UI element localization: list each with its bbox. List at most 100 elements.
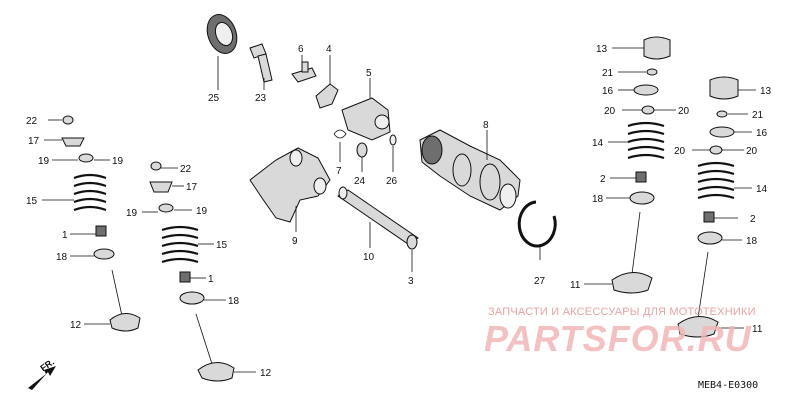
right-valve-set-a [584,36,676,294]
cotter-20-a[interactable] [622,105,676,115]
callout-16-a: 16 [602,86,614,97]
washer-18-center[interactable] [179,291,226,305]
camshaft-8[interactable] [419,129,521,211]
callout-17-left: 17 [28,136,40,147]
cotter-20-b[interactable] [692,145,744,155]
washer-18-b[interactable] [697,231,742,245]
callout-18-b: 18 [746,236,758,247]
watermark-logo: PARTSFOR.RU [484,318,752,359]
bearing-25[interactable] [202,10,242,90]
callout-19-left-a: 19 [38,156,50,167]
callout-19-center-a: 19 [126,208,138,219]
callout-5: 5 [366,68,372,79]
front-arrow-icon [28,366,56,390]
callout-2-a: 2 [600,174,606,185]
callout-15-center: 15 [216,240,228,251]
callout-9: 9 [292,236,298,247]
cotter-22-left[interactable] [48,115,74,125]
rocker-arm-9[interactable] [249,147,331,232]
spring-15-center[interactable] [161,225,214,264]
callout-18-a: 18 [592,194,604,205]
callout-20-b-right: 20 [746,146,758,157]
callout-25: 25 [208,93,220,104]
callout-12-left: 12 [70,320,82,331]
spring-14-a[interactable] [608,121,665,160]
seal-2-a[interactable] [610,171,647,183]
callout-17-center: 17 [186,182,198,193]
ring-27[interactable] [517,200,557,260]
retainer-16-a[interactable] [618,84,659,96]
callout-7: 7 [336,166,342,177]
watermark-tagline: ЗАПЧАСТИ И АКСЕССУАРЫ ДЛЯ МОТОТЕХНИКИ [488,306,756,318]
part-4[interactable] [315,55,339,109]
seal-1-left[interactable] [70,225,107,237]
callout-18-center: 18 [228,296,240,307]
callout-20-a-left: 20 [604,106,616,117]
callout-13-b: 13 [760,86,772,97]
seal-2-b[interactable] [703,211,738,223]
callout-1-left: 1 [62,230,68,241]
callout-2-b: 2 [750,214,756,225]
seat-19-center[interactable] [142,203,192,213]
callout-24: 24 [354,176,366,187]
spring-14-b[interactable] [697,161,752,200]
valve-11-b[interactable] [677,251,744,338]
callout-11-a: 11 [570,280,581,291]
callout-19-left-b: 19 [112,156,124,167]
callout-14-b: 14 [756,184,768,195]
valve-11-a[interactable] [584,211,653,294]
callout-23: 23 [255,93,267,104]
tappet-13-b[interactable] [709,76,756,100]
retainer-17-center[interactable] [149,181,184,193]
callout-19-center-b: 19 [196,206,208,217]
retainer-17-left[interactable] [44,137,85,147]
clip-7[interactable] [333,129,347,162]
callout-11-b: 11 [752,324,763,335]
callout-6: 6 [298,44,304,55]
callout-18-left: 18 [56,252,68,263]
callout-21-a: 21 [602,68,614,79]
callout-14-a: 14 [592,138,604,149]
part-3[interactable] [406,234,418,272]
callout-22-center: 22 [180,164,192,175]
washer-18-left[interactable] [70,248,115,260]
part-24[interactable] [356,142,368,172]
seal-1-center[interactable] [179,271,206,283]
callout-4: 4 [326,44,332,55]
callout-16-b: 16 [756,128,768,139]
retainer-16-b[interactable] [709,126,752,138]
center-valve-set [142,161,256,382]
callout-20-b-left: 20 [674,146,686,157]
callout-3: 3 [408,276,414,287]
spring-15-left[interactable] [42,173,107,212]
callout-22-left: 22 [26,116,38,127]
valve-12-left[interactable] [84,269,141,332]
callout-12-center: 12 [260,368,272,379]
shim-21-b[interactable] [716,110,748,118]
callout-10: 10 [363,252,375,263]
part-5[interactable] [341,78,391,141]
callout-21-b: 21 [752,110,764,121]
callout-8: 8 [483,120,489,131]
callout-1-center: 1 [208,274,214,285]
seat-19-left[interactable] [52,153,110,163]
callout-13-a: 13 [596,44,608,55]
callout-15-left: 15 [26,196,38,207]
callout-20-a-right: 20 [678,106,690,117]
left-valve-set [42,115,141,332]
cotter-22-center[interactable] [150,161,178,171]
pin-26[interactable] [389,134,397,172]
callout-27: 27 [534,276,546,287]
rocker-shaft-10[interactable] [337,186,419,248]
tappet-13-a[interactable] [612,36,671,60]
part-6[interactable] [291,55,317,83]
right-valve-set-b [677,76,756,338]
callout-labels: 25 23 6 4 5 7 24 26 8 9 10 3 27 22 17 19… [26,44,772,379]
bolt-23[interactable] [249,43,273,90]
callout-26: 26 [386,176,398,187]
valve-12-center[interactable] [195,313,256,382]
washer-18-a[interactable] [606,191,655,205]
shim-21-a[interactable] [618,68,658,76]
drawing-code: MEB4-E0300 [698,380,759,391]
